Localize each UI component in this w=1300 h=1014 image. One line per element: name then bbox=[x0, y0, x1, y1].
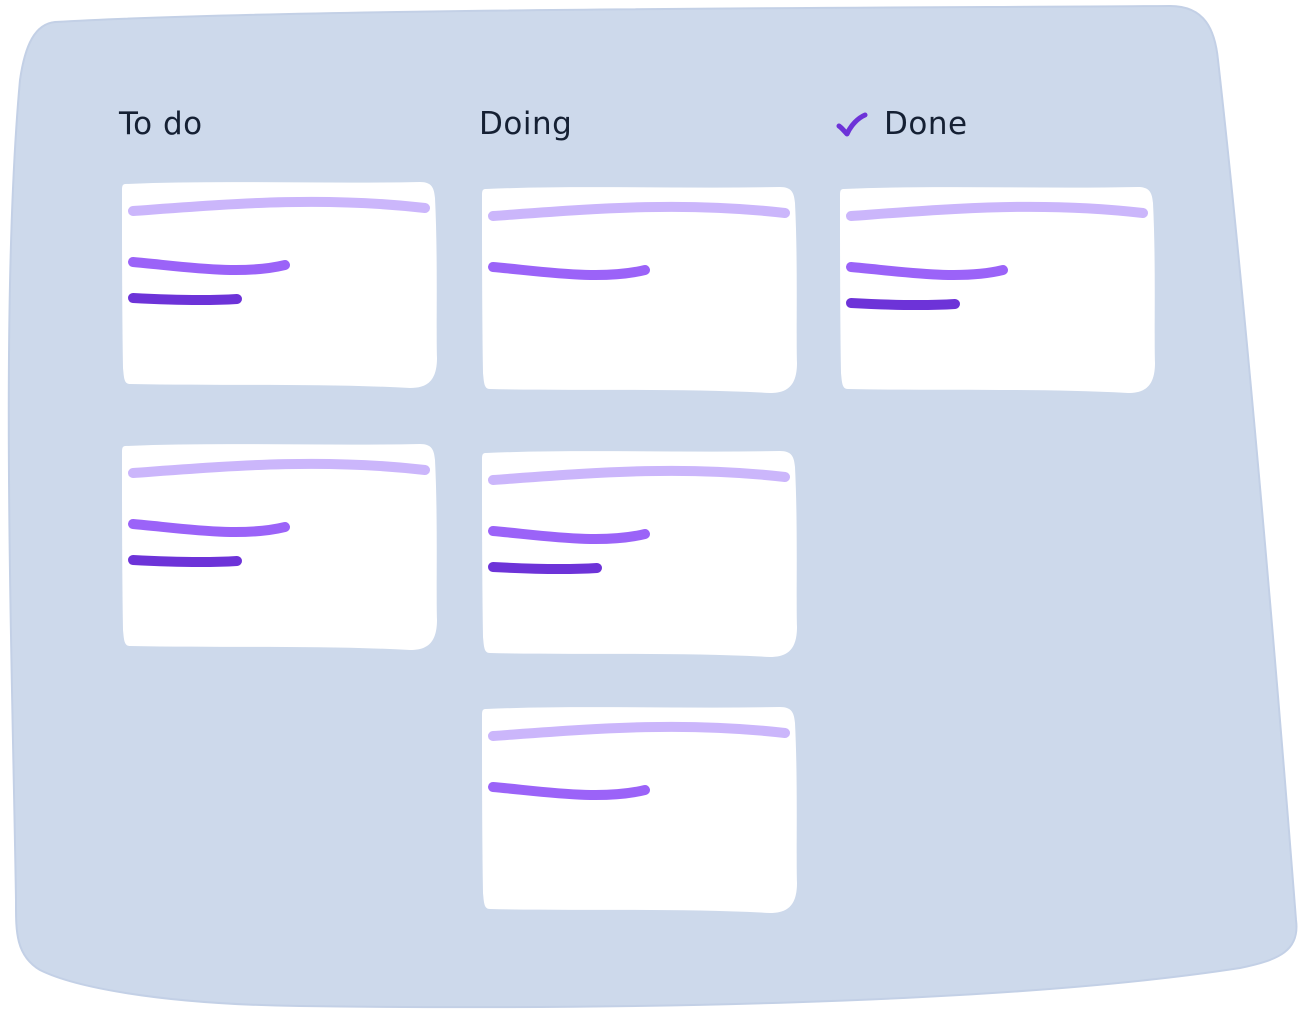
card-text-line-short bbox=[128, 293, 242, 306]
task-card[interactable] bbox=[120, 440, 438, 652]
card-title-line bbox=[128, 196, 430, 216]
column-title-done: Done bbox=[836, 106, 968, 142]
column-title-doing: Doing bbox=[479, 106, 572, 142]
card-shape bbox=[482, 707, 797, 913]
card-text-line bbox=[488, 526, 650, 544]
card-shape bbox=[482, 451, 797, 657]
task-card[interactable] bbox=[838, 183, 1156, 395]
card-text-line-short bbox=[128, 555, 242, 568]
card-text-line bbox=[128, 257, 290, 275]
column-title-text: To do bbox=[119, 106, 203, 142]
card-title-line bbox=[128, 458, 430, 478]
task-card[interactable] bbox=[480, 183, 798, 395]
card-title-line bbox=[488, 721, 790, 741]
task-card[interactable] bbox=[480, 703, 798, 915]
card-title-line bbox=[488, 465, 790, 485]
task-card[interactable] bbox=[480, 447, 798, 659]
card-text-line-short bbox=[846, 298, 960, 311]
card-text-line bbox=[488, 262, 650, 280]
card-shape bbox=[122, 444, 437, 650]
card-text-line bbox=[488, 782, 650, 800]
column-title-to-do: To do bbox=[119, 106, 203, 142]
column-title-text: Doing bbox=[479, 106, 573, 142]
check-icon bbox=[836, 112, 868, 137]
column-title-text: Done bbox=[884, 106, 968, 142]
card-shape bbox=[122, 182, 437, 388]
card-text-line-short bbox=[488, 562, 602, 575]
card-title-line bbox=[846, 201, 1148, 221]
card-shape bbox=[840, 187, 1155, 393]
card-text-line bbox=[846, 262, 1008, 280]
card-text-line bbox=[128, 519, 290, 537]
task-card[interactable] bbox=[120, 178, 438, 390]
card-title-line bbox=[488, 201, 790, 221]
card-shape bbox=[482, 187, 797, 393]
